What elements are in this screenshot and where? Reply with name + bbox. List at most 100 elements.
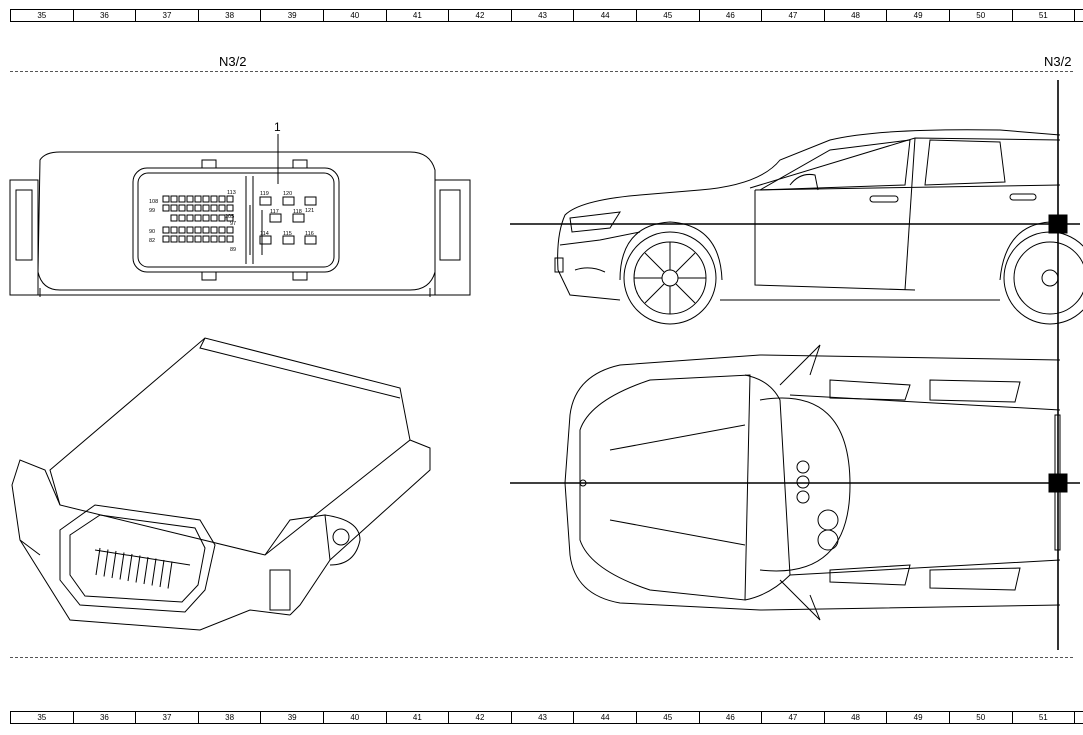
grid-cell: 43 [510, 712, 574, 723]
control-unit-isometric-view [11, 337, 431, 631]
connector-pin [170, 235, 178, 243]
connector-pin [170, 204, 178, 212]
pin-label-113: 113 [227, 190, 236, 196]
pin-label-89: 89 [230, 247, 236, 253]
grid-cell: 39 [260, 712, 323, 723]
connector-pin [170, 214, 178, 222]
iso-pin [151, 558, 157, 586]
connector-pin [202, 204, 210, 212]
grid-cell: 49 [886, 712, 949, 723]
connector-pin [186, 214, 194, 222]
pin-label-97: 97 [230, 221, 236, 227]
grid-cell: 51 [1011, 712, 1075, 723]
grid-cell: 48 [823, 712, 887, 723]
connector-pin [178, 235, 186, 243]
iso-pin [119, 552, 125, 580]
connector-pin [202, 214, 210, 222]
grid-cell: 39 [260, 10, 323, 21]
grid-cell: 38 [197, 10, 261, 21]
component-label-left: N3/2 [219, 54, 247, 69]
grid-cell: 50 [948, 10, 1012, 21]
pin-label-119: 119 [260, 191, 269, 197]
grid-cell: 40 [322, 10, 386, 21]
iso-pin [95, 547, 101, 576]
connector-pin [186, 195, 194, 203]
zone-divider-top [10, 71, 1073, 72]
control-unit-front-view [9, 134, 471, 297]
connector-pin [202, 226, 210, 234]
grid-cell: 50 [948, 712, 1012, 723]
grid-cell: 41 [385, 10, 449, 21]
vehicle-side-view [554, 129, 1083, 325]
connector-pin [162, 226, 170, 234]
connector-pin [210, 226, 218, 234]
connector-pin [194, 214, 202, 222]
vehicle-top-view [564, 344, 1061, 621]
connector-pin [186, 204, 194, 212]
iso-pin [159, 559, 165, 588]
grid-cell: 46 [698, 10, 762, 21]
grid-cell: 47 [761, 10, 824, 21]
grid-cell: 37 [135, 712, 198, 723]
connector-pin [218, 235, 226, 243]
connector-pin [218, 214, 226, 222]
pin-label-118: 118 [293, 209, 302, 215]
grid-cell [1074, 10, 1083, 21]
connector-pin [178, 226, 186, 234]
component-label-right: N3/2 [1044, 54, 1072, 69]
iso-connector-pins [95, 547, 173, 589]
connector-pin [210, 235, 218, 243]
connector-pin [226, 214, 234, 222]
grid-cell: 36 [72, 10, 136, 21]
connector-pin [194, 226, 202, 234]
pin-label-120: 120 [283, 191, 292, 197]
grid-cell: 46 [698, 712, 762, 723]
connector-pin [162, 235, 170, 243]
grid-cell: 47 [761, 712, 824, 723]
grid-cell: 48 [823, 10, 887, 21]
grid-cell: 37 [135, 10, 198, 21]
grid-cell: 44 [573, 10, 636, 21]
pin-matrix-left [162, 195, 234, 243]
connector-pin [218, 195, 226, 203]
pin-label-117: 117 [270, 209, 279, 215]
grid-cell: 51 [1011, 10, 1075, 21]
grid-cell: 40 [322, 712, 386, 723]
connector-pin [162, 204, 170, 212]
grid-cell: 36 [72, 712, 136, 723]
grid-cell: 35 [10, 10, 73, 21]
connector-pin [162, 195, 170, 203]
grid-cell: 49 [886, 10, 949, 21]
connector-pin [170, 226, 178, 234]
grid-cell: 42 [448, 10, 511, 21]
connector-pin [210, 204, 218, 212]
iso-pin [127, 553, 133, 582]
iso-pin [167, 561, 173, 589]
grid-cell: 45 [635, 712, 699, 723]
grid-cell: 42 [448, 712, 511, 723]
connector-pin [178, 204, 186, 212]
iso-pin [111, 550, 117, 579]
grid-cell: 38 [197, 712, 261, 723]
location-markers [510, 80, 1080, 650]
grid-cell: 45 [635, 10, 699, 21]
connector-pin [218, 226, 226, 234]
pin-label-116: 116 [305, 231, 314, 237]
iso-pin [143, 556, 149, 585]
connector-pin [202, 235, 210, 243]
callout-label: 1 [274, 120, 281, 134]
connector-pin [178, 195, 186, 203]
grid-cell: 41 [385, 712, 449, 723]
connector-pin [170, 195, 178, 203]
grid-cell: 43 [510, 10, 574, 21]
grid-cell [1074, 712, 1083, 723]
pin-label-108: 108 [149, 199, 158, 205]
pin-label-82: 82 [149, 238, 155, 244]
connector-pin [194, 204, 202, 212]
connector-pin [194, 235, 202, 243]
connector-pin [226, 195, 234, 203]
connector-pin [218, 204, 226, 212]
